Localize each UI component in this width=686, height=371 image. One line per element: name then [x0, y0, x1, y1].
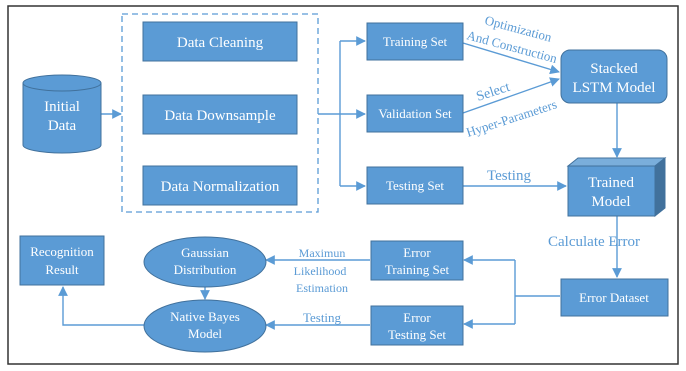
error-testing-set-label-2: Testing Set	[388, 327, 446, 342]
testing-set-node: Testing Set	[366, 166, 464, 205]
gaussian-label-2: Distribution	[174, 262, 237, 277]
error-training-set-node: Error Training Set	[370, 240, 464, 281]
edge-label-calculate-error: Calculate Error	[548, 234, 640, 250]
recognition-result-label-1: Recognition	[30, 244, 94, 259]
preprocessing-group	[121, 13, 319, 213]
testing-set-label: Testing Set	[386, 178, 444, 193]
initial-data-label-1: Initial	[44, 99, 80, 115]
native-bayes-label-2: Model	[188, 326, 222, 341]
edge-validation-to-lstm	[462, 77, 560, 114]
data-downsample-label: Data Downsample	[164, 108, 276, 124]
error-testing-set-label-1: Error	[403, 310, 431, 325]
edge-label-mle-2: Likelihood	[294, 264, 347, 278]
initial-data-node: Initial Data	[22, 74, 102, 154]
data-normalization-node: Data Normalization	[142, 165, 298, 206]
validation-set-node: Validation Set	[366, 94, 464, 133]
data-cleaning-node: Data Cleaning	[142, 21, 298, 62]
edges	[58, 36, 622, 330]
error-training-set-label-2: Training Set	[385, 262, 450, 277]
edge-label-testing-top: Testing	[487, 168, 531, 184]
validation-set-label: Validation Set	[378, 106, 452, 121]
edge-label-select: Select	[475, 80, 512, 105]
edge-label-testing-bottom: Testing	[303, 310, 342, 325]
gaussian-distribution-node: Gaussian Distribution	[143, 236, 267, 288]
stacked-lstm-node: Stacked LSTM Model	[560, 49, 668, 104]
nodes: Initial Data Data Cleaning Data Downsamp…	[19, 21, 669, 353]
edge-training-to-lstm	[462, 42, 560, 75]
trained-model-node: Trained Model	[566, 156, 667, 218]
stacked-lstm-label-2: LSTM Model	[573, 80, 656, 96]
trained-model-label-1: Trained	[588, 175, 635, 191]
trained-model-label-2: Model	[591, 194, 630, 210]
outer-frame	[7, 5, 679, 365]
error-training-set-label-1: Error	[403, 245, 431, 260]
error-testing-set-node: Error Testing Set	[370, 305, 464, 346]
data-downsample-node: Data Downsample	[142, 94, 298, 135]
native-bayes-label-1: Native Bayes	[170, 309, 240, 324]
error-dataset-label: Error Dataset	[579, 290, 649, 305]
data-normalization-label: Data Normalization	[161, 179, 280, 195]
native-bayes-node: Native Bayes Model	[143, 299, 267, 353]
recognition-result-label-2: Result	[45, 262, 79, 277]
edge-label-mle-1: Maximun	[299, 246, 346, 260]
edge-labels: Optimization And Construction Select Hyp…	[294, 12, 640, 325]
training-set-label: Training Set	[383, 34, 448, 49]
stacked-lstm-label-1: Stacked	[590, 61, 638, 77]
recognition-result-node: Recognition Result	[19, 235, 105, 286]
initial-data-label-2: Data	[48, 118, 77, 134]
data-cleaning-label: Data Cleaning	[177, 35, 264, 51]
gaussian-label-1: Gaussian	[181, 245, 229, 260]
edge-label-mle-3: Estimation	[296, 281, 348, 295]
edge-bayes-to-result	[58, 286, 144, 326]
error-dataset-node: Error Dataset	[560, 278, 669, 317]
training-set-node: Training Set	[366, 22, 464, 61]
